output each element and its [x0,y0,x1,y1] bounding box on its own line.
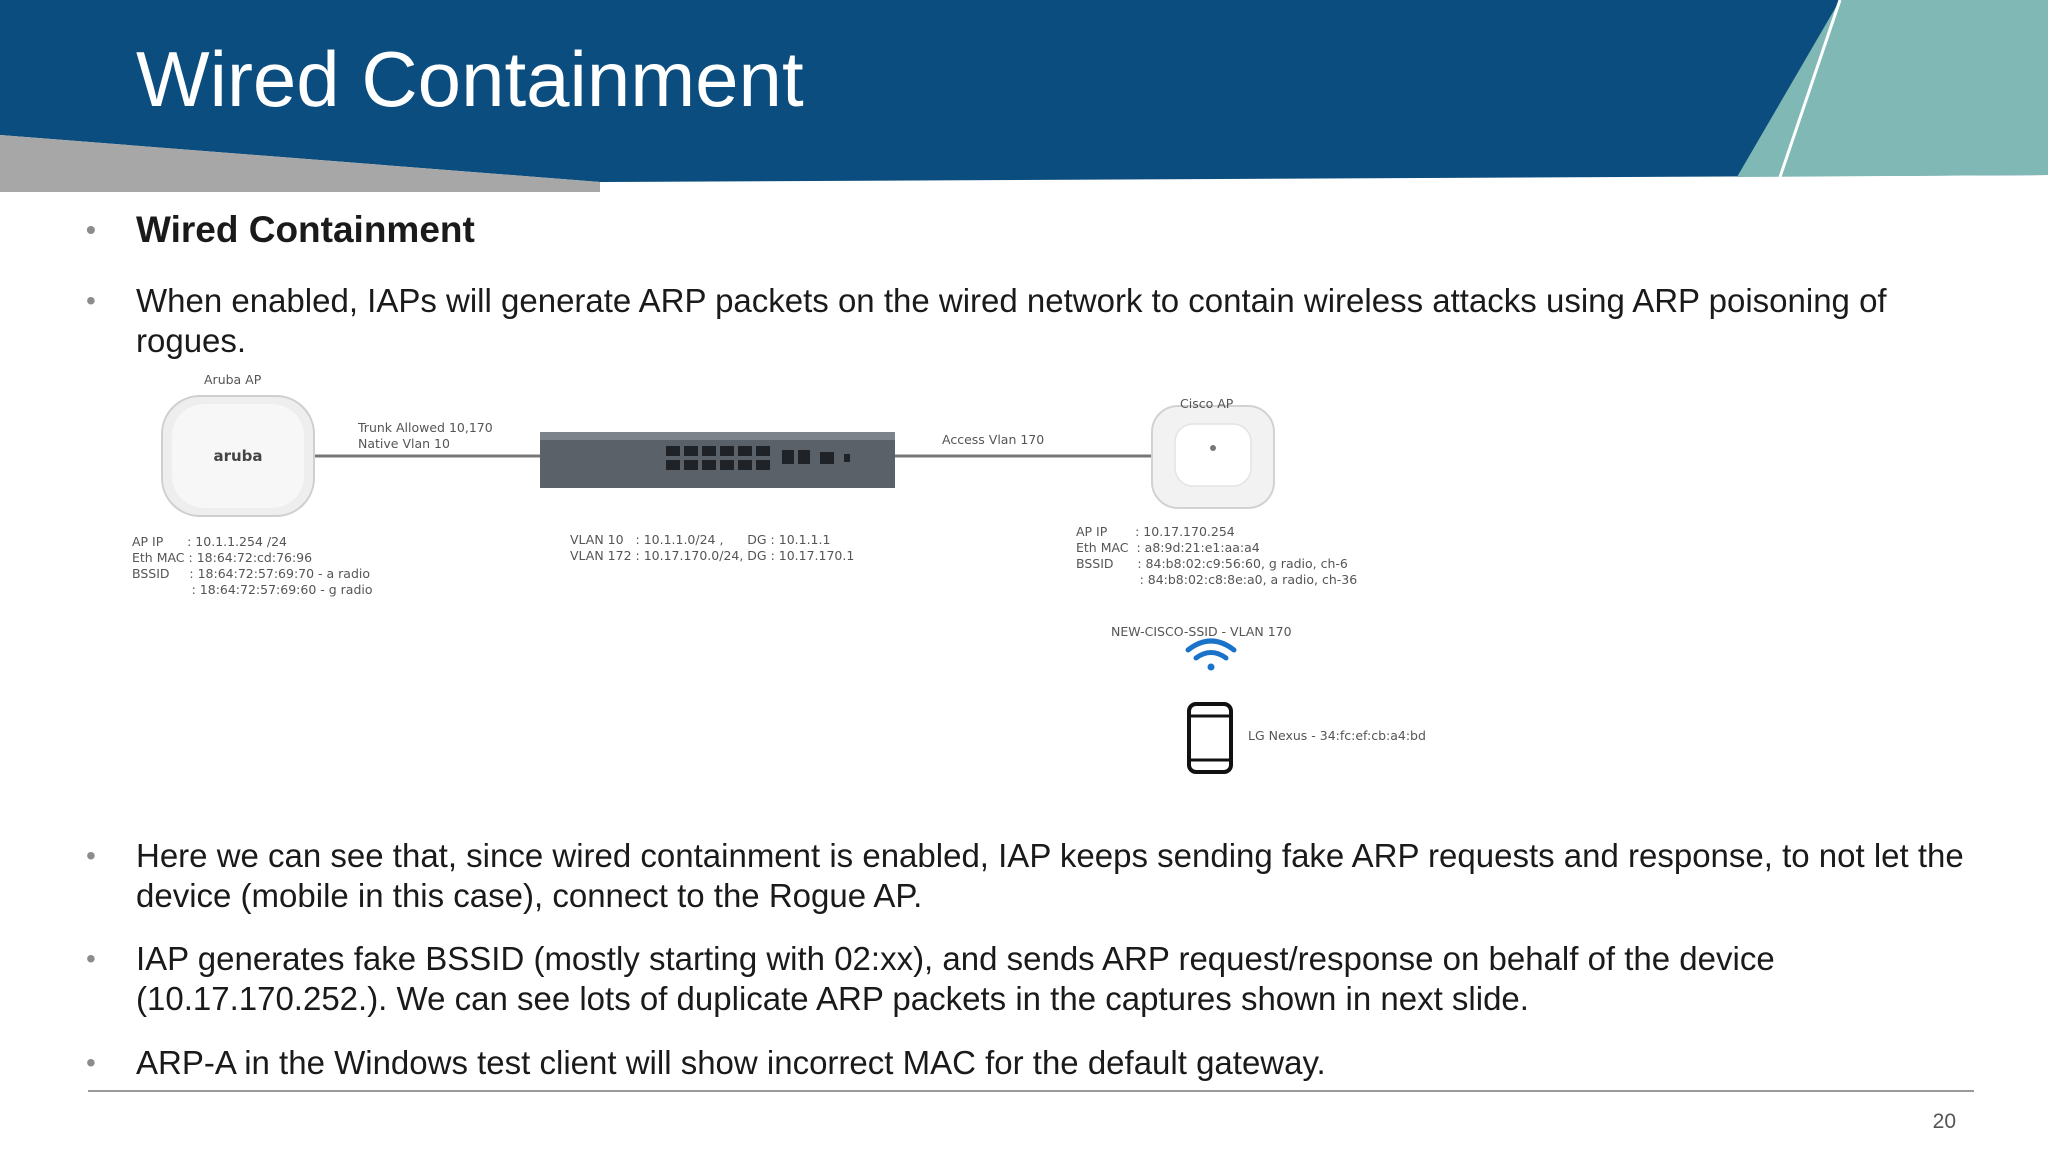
ssid-label: NEW-CISCO-SSID - VLAN 170 [1111,624,1292,639]
bullet-text: When enabled, IAPs will generate ARP pac… [136,282,1887,359]
title-banner [0,0,2048,192]
footer-divider [88,1090,1974,1092]
aruba-logo: aruba [213,447,262,465]
cisco-ap-title: Cisco AP [1180,396,1234,411]
banner-gray-wedge [0,135,600,192]
bullet-dot: • [86,214,96,245]
trunk-label: Trunk Allowed 10,170 Native Vlan 10 [358,420,493,451]
bullet-heading: • Wired Containment [86,209,1966,250]
client-device-label: LG Nexus - 34:fc:ef:cb:a4:bd [1248,728,1426,743]
banner-blue-band [0,0,2048,182]
smartphone-icon [1187,702,1233,774]
bullet-text: Wired Containment [136,209,475,250]
bullet-text: ARP-A in the Windows test client will sh… [136,1044,1326,1081]
bullet-dot: • [86,1047,96,1078]
wifi-icon [1185,638,1237,671]
diagram-graphics: aruba [161,395,1275,774]
banner-teal-shape [1737,0,2048,177]
cisco-ap-details: AP IP : 10.17.170.254 Eth MAC : a8:9d:21… [1076,524,1358,587]
bullet-item: • ARP-A in the Windows test client will … [86,1043,1966,1083]
bullet-item: • When enabled, IAPs will generate ARP p… [86,281,1966,361]
aruba-ap-device: aruba [161,395,315,517]
access-vlan-label: Access Vlan 170 [942,432,1045,447]
bullet-item: • Here we can see that, since wired cont… [86,836,1966,916]
bullet-item: • IAP generates fake BSSID (mostly start… [86,939,1966,1019]
bullet-text: Here we can see that, since wired contai… [136,837,1964,914]
aruba-ap-details: AP IP : 10.1.1.254 /24 Eth MAC : 18:64:7… [132,534,373,597]
switch-vlan-details: VLAN 10 : 10.1.1.0/24 , DG : 10.1.1.1 VL… [570,532,855,563]
slide-title: Wired Containment [136,35,804,123]
bullet-dot: • [86,943,96,974]
aruba-ap-title: Aruba AP [204,372,262,387]
cisco-ap-device [1151,405,1275,509]
page-number: 20 [1932,1110,1956,1133]
bullet-dot: • [86,285,96,316]
network-switch [540,432,895,488]
banner-white-line [1778,0,1842,178]
bullet-text: IAP generates fake BSSID (mostly startin… [136,940,1775,1017]
bullet-dot: • [86,840,96,871]
network-diagram: aruba [120,368,1460,788]
